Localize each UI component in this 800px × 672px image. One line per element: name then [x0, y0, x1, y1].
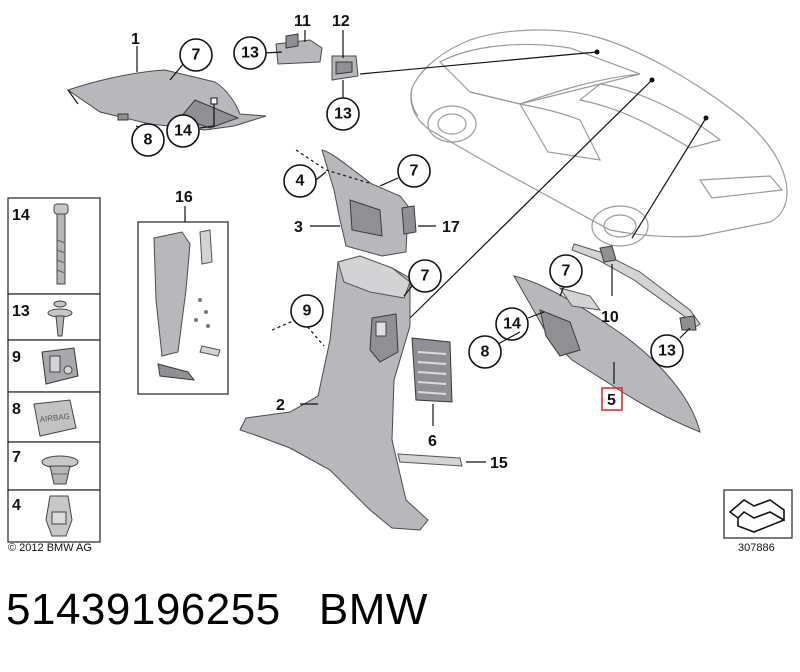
svg-text:7: 7: [410, 163, 419, 180]
copyright-text: © 2012 BMW AG: [8, 542, 92, 554]
svg-text:8: 8: [481, 344, 490, 361]
callout-7-mid: 7: [397, 154, 431, 188]
svg-text:13: 13: [241, 45, 259, 62]
callout-13-right: 13: [650, 334, 684, 368]
part-number: 51439196255: [6, 585, 281, 634]
part-15-strip: [397, 453, 463, 467]
part-number-caption: 51439196255 BMW: [6, 585, 428, 635]
part-10-rail: [571, 243, 701, 331]
svg-text:8: 8: [144, 132, 153, 149]
label-2: 2: [276, 397, 285, 414]
callout-7-right: 7: [549, 254, 583, 288]
legend-clip-icon: [41, 455, 79, 485]
callout-14-top: 14: [166, 114, 200, 148]
callout-7-top: 7: [179, 38, 213, 72]
callout-8-right: 8: [468, 335, 502, 369]
label-6: 6: [428, 433, 437, 450]
label-12: 12: [332, 13, 350, 30]
legend-label-8: 8: [12, 401, 21, 418]
part-1-trim: [66, 69, 267, 131]
part-2-pillar: [239, 255, 429, 531]
label-1: 1: [131, 31, 140, 48]
reference-number: 307886: [738, 542, 775, 554]
legend-label-9: 9: [12, 349, 21, 366]
brand-name: BMW: [318, 585, 428, 634]
callout-13-top-left: 13: [233, 36, 267, 70]
part-5-panel: [512, 275, 701, 433]
svg-text:9: 9: [303, 303, 312, 320]
part-17-clip: [401, 205, 417, 235]
label-10: 10: [601, 309, 619, 326]
label-15: 15: [490, 455, 508, 472]
callout-9: 9: [290, 294, 324, 328]
callout-14-right: 14: [495, 307, 529, 341]
callout-8-top: 8: [131, 123, 165, 157]
part-6-vent: [411, 337, 453, 403]
callout-4: 4: [283, 164, 317, 198]
svg-text:14: 14: [503, 316, 521, 333]
legend-screw-icon: [47, 300, 73, 337]
car-leader-lines: [359, 49, 709, 319]
nav-arrow-icon: [723, 489, 793, 539]
highlight-part-5: [601, 387, 623, 411]
svg-text:7: 7: [562, 263, 571, 280]
legend-label-4: 4: [12, 497, 21, 514]
legend-bolt-icon: [53, 203, 69, 285]
part-16-bracket: [153, 229, 221, 381]
legend-nut-icon: [41, 347, 79, 385]
legend-airbag-badge-icon: AIRBAG: [33, 399, 77, 437]
legend-label-7: 7: [12, 449, 21, 466]
callout-7-pillar: 7: [408, 259, 442, 293]
callout-13-top-right: 13: [326, 97, 360, 131]
legend-label-14: 14: [12, 207, 30, 224]
label-17: 17: [442, 219, 460, 236]
svg-text:7: 7: [421, 268, 430, 285]
part-3-trim: [295, 149, 409, 257]
svg-text:14: 14: [174, 123, 192, 140]
label-11: 11: [294, 13, 311, 30]
label-5: 5: [607, 392, 616, 409]
legend-airbag-text: AIRBAG: [39, 412, 70, 424]
svg-text:13: 13: [658, 343, 676, 360]
legend-clip-4-icon: [45, 495, 73, 537]
label-3: 3: [294, 219, 303, 236]
part-12-bracket: [331, 55, 359, 81]
car-outline: [410, 29, 788, 247]
legend-table: 14 13 9 8 7 4 AIRBAG: [7, 197, 101, 543]
svg-text:4: 4: [296, 173, 305, 190]
svg-text:13: 13: [334, 106, 352, 123]
part-11-bracket: [275, 33, 323, 65]
legend-label-13: 13: [12, 303, 30, 320]
label-16: 16: [175, 189, 193, 206]
svg-text:7: 7: [192, 47, 201, 64]
